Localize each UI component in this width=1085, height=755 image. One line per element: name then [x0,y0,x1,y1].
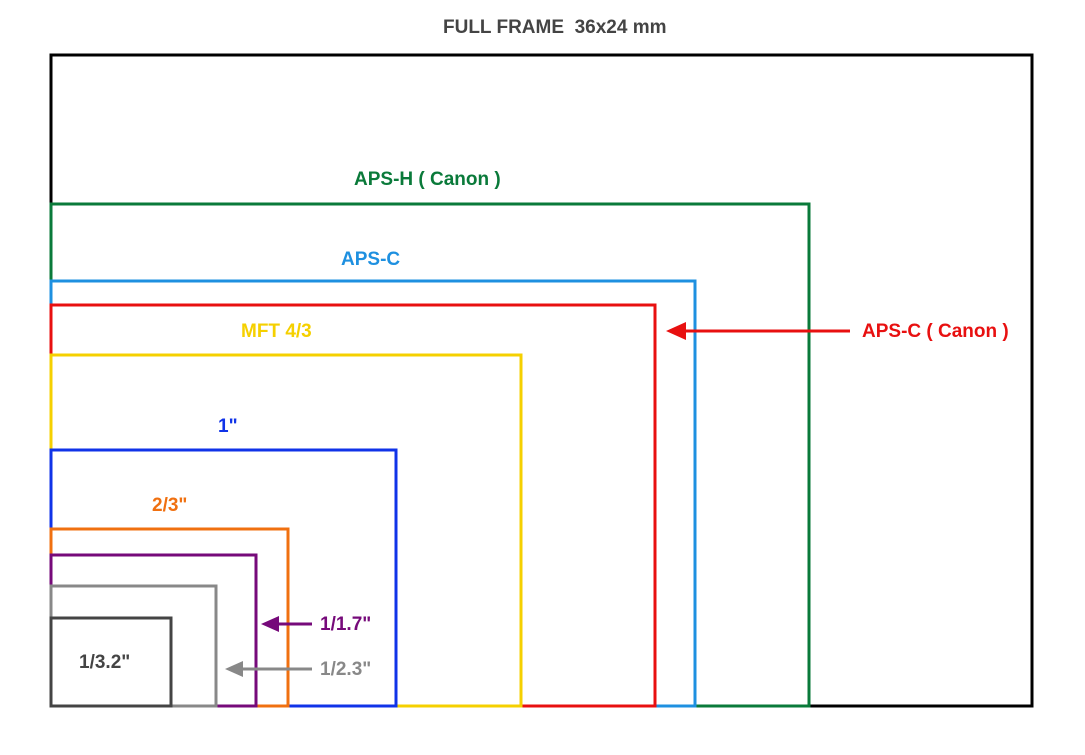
full-frame-rect [49,53,1034,708]
full-frame-label: FULL FRAME 36x24 mm [443,17,667,38]
one-3-2-rect [49,616,173,708]
one-inch-label: 1" [218,416,238,437]
mft-label: MFT 4/3 [241,321,312,342]
aps-c-label: APS-C [341,249,401,270]
one-2-3-arrow [225,661,312,677]
one-2-3-rect [49,584,218,708]
aps-c-canon-arrow [666,322,850,340]
one-1-7-label: 1/1.7" [320,614,372,635]
aps-h-label: APS-H ( Canon ) [354,169,501,190]
aps-c-rect [49,279,697,708]
one-3-2-label: 1/3.2" [79,652,131,673]
aps-c-canon-rect [49,303,657,708]
aps-c-canon-label: APS-C ( Canon ) [862,321,1009,342]
one-1-7-rect [49,553,258,708]
two-thirds-label: 2/3" [152,495,188,516]
one-1-7-arrow [261,616,312,632]
one-2-3-label: 1/2.3" [320,659,372,680]
